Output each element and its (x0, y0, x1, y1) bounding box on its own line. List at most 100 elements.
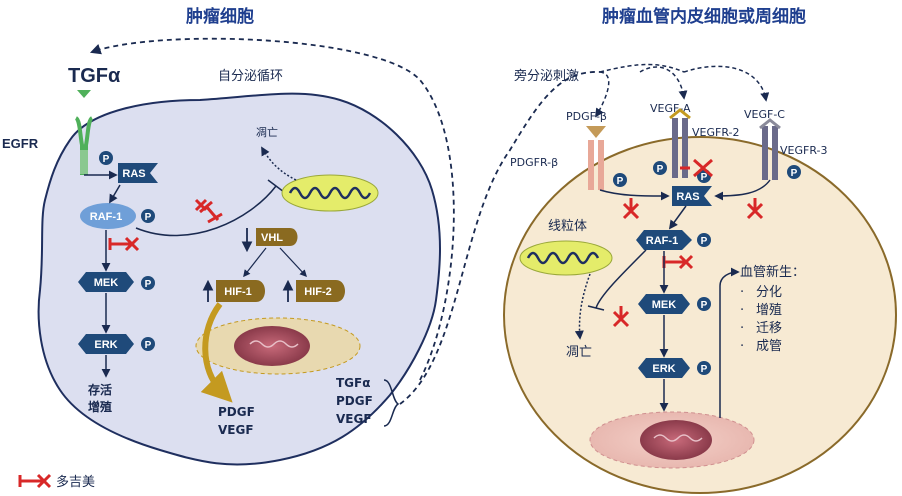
vhl-to-hif2-arrow (279, 247, 307, 278)
pdgfb-ligand-icon (586, 126, 606, 138)
left-mitochondrion-icon (281, 174, 379, 212)
right-erk-node: ERK P (638, 358, 711, 378)
left-pdgf-output: PDGF (218, 405, 255, 419)
pdgfrb-label: PDGFR-β (510, 156, 558, 169)
svg-text:P: P (145, 340, 152, 351)
tumor-cell-title: 肿瘤细胞 (186, 6, 254, 27)
svg-text:ERK: ERK (652, 363, 675, 375)
secreted-brace (383, 379, 400, 427)
left-mek-node: MEK P (78, 272, 155, 292)
ras-to-raf-right-arrow (668, 205, 687, 230)
svg-text:P: P (701, 300, 708, 311)
svg-text:HIF-1: HIF-1 (224, 286, 252, 298)
vegfr3-ras-inhibitor-icon (746, 198, 764, 220)
angio-bullet-4: · (740, 339, 744, 354)
right-nucleus-icon (589, 411, 755, 469)
right-raf1-node: RAF-1 P (636, 230, 711, 250)
svg-text:ERK: ERK (94, 339, 117, 351)
svg-text:P: P (701, 236, 708, 247)
mito-to-apoptosis-arrow (261, 146, 297, 181)
svg-text:RAS: RAS (122, 168, 145, 180)
egfr-label: EGFR (2, 136, 39, 151)
angio-item-tube: 成管 (756, 339, 782, 354)
paracrine-arrow (399, 71, 601, 405)
vegfr2-receptor-icon: P P (653, 108, 711, 183)
right-mek-node: MEK P (638, 294, 711, 314)
legend-inhibitor-icon (18, 473, 52, 489)
angio-bullet-3: · (740, 321, 744, 336)
paracrine-label: 旁分泌刺激 (514, 68, 579, 84)
secreted-pdgf: PDGF (336, 394, 373, 408)
mito-label: 线粒体 (548, 219, 587, 234)
pdgfr-to-ras-arrow (599, 189, 670, 201)
right-mitochondrion-icon (519, 240, 613, 276)
egfr-receptor-icon (74, 116, 94, 175)
right-apoptosis-label: 凋亡 (566, 345, 592, 360)
raf1-node: RAF-1 P (80, 203, 155, 229)
legend-label: 多吉美 (56, 474, 95, 490)
vegfr3-label: VEGFR-3 (780, 144, 828, 157)
svg-text:P: P (791, 168, 798, 179)
svg-text:MEK: MEK (652, 299, 677, 311)
vegfr2-label: VEGFR-2 (692, 126, 740, 139)
svg-text:MEK: MEK (94, 277, 119, 289)
angio-bullet-1: · (740, 285, 744, 300)
angio-bullet-2: · (740, 303, 744, 318)
svg-text:RAS: RAS (676, 191, 699, 203)
vegfr2-inhibitor-icon (680, 158, 713, 178)
svg-text:RAF-1: RAF-1 (646, 235, 678, 247)
svg-text:P: P (657, 164, 664, 175)
svg-text:VHL: VHL (261, 232, 283, 244)
angio-item-differentiation: 分化 (756, 285, 782, 300)
mito-to-apoptosis-right-arrow (574, 273, 591, 340)
left-raf-inhibitor-icon (194, 198, 223, 224)
ras-to-raf-arrow (109, 184, 121, 204)
secreted-vegf: VEGF (336, 412, 372, 426)
endothelial-cell-membrane (503, 136, 897, 494)
hif-output-arrow (200, 302, 233, 403)
hif1-node: HIF-1 (216, 280, 265, 302)
proliferation-label: 增殖 (88, 399, 112, 414)
raf-inhibits-mito-line (135, 185, 277, 237)
svg-text:P: P (701, 172, 708, 183)
endothelial-title: 肿瘤血管内皮细胞或周细胞 (602, 6, 806, 27)
nucleus-to-angiogenesis-arrow (719, 267, 740, 418)
right-ras-node: RAS (672, 186, 712, 206)
left-vegf-output: VEGF (218, 423, 254, 437)
hif2-node: HIF-2 (296, 280, 345, 302)
svg-text:P: P (617, 176, 624, 187)
right-mito-inhibitor-icon (612, 306, 630, 328)
left-apoptosis-label: 凋亡 (256, 125, 278, 139)
svg-text:HIF-2: HIF-2 (304, 286, 332, 298)
vegfr3-receptor-icon: P (759, 118, 801, 180)
angiogenesis-title: 血管新生： (740, 264, 805, 280)
egfr-phospho: P (99, 151, 113, 165)
svg-text:P: P (701, 364, 708, 375)
pdgfrb-receptor-icon: P (588, 140, 627, 190)
vhl-node: VHL (256, 228, 298, 246)
autocrine-label: 自分泌循环 (218, 69, 283, 84)
svg-text:RAF-1: RAF-1 (90, 211, 122, 223)
angio-item-proliferation: 增殖 (756, 302, 782, 318)
svg-text:P: P (145, 212, 152, 223)
svg-text:P: P (145, 279, 152, 290)
svg-text:P: P (103, 154, 110, 165)
paracrine-to-vegfc-arrow (683, 65, 770, 102)
pdgfb-label: PDGF-β (566, 110, 607, 123)
tgfa-label: TGFα (68, 65, 121, 87)
vegfr3-to-ras-arrow (714, 179, 771, 201)
ras-node: RAS (118, 163, 158, 183)
tgfa-ligand-icon (77, 90, 91, 98)
survival-label: 存活 (87, 382, 112, 397)
left-raf-mek-inhibitor-icon (108, 236, 140, 252)
left-nucleus-icon (195, 317, 361, 375)
raf-inhibits-mito-right-line (595, 249, 647, 309)
vegfc-label: VEGF-C (744, 108, 785, 121)
angio-item-migration: 迁移 (756, 321, 782, 336)
pdgfr-ras-inhibitor-icon (622, 198, 640, 220)
left-erk-node: ERK P (78, 334, 155, 354)
paracrine-to-vegfa-arrow (639, 66, 688, 100)
secreted-tgfa: TGFα (336, 376, 370, 390)
vhl-to-hif1-arrow (243, 247, 267, 278)
